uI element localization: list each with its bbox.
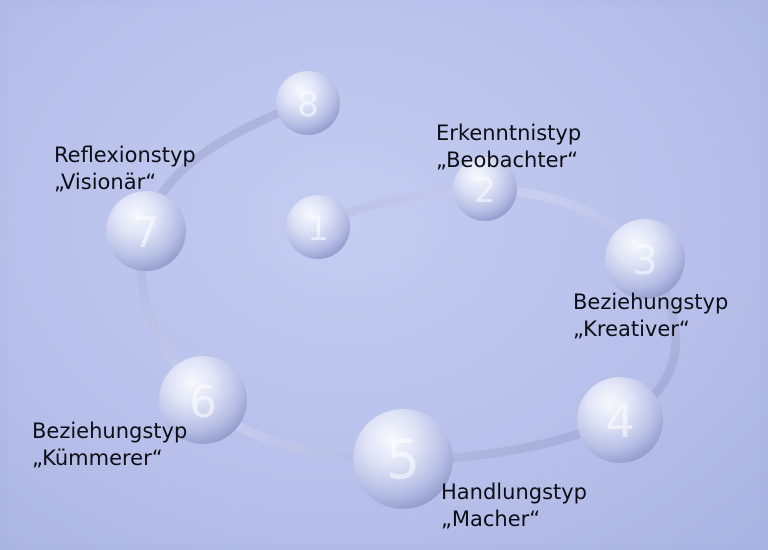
sphere-7: 7 [106,191,186,271]
label-line1: Beziehungstyp [573,290,729,314]
label-line1: Reflexionstyp [54,143,196,167]
sphere-8: 8 [276,71,340,135]
sphere-3: 3 [605,219,685,299]
label-line2: „Kreativer“ [573,317,690,341]
sphere-number: 7 [133,208,160,257]
label-handlungstyp: Handlungstyp „Macher“ [441,479,587,533]
sphere-5: 5 [353,409,453,509]
sphere-2: 2 [453,157,517,221]
sphere-number: 8 [297,85,319,125]
label-beziehungstyp-kuemmerer: Beziehungstyp „Kümmerer“ [32,418,187,472]
label-beziehungstyp-kreativer: Beziehungstyp „Kreativer“ [573,289,728,343]
label-line2: „Beobachter“ [436,148,579,172]
sphere-number: 4 [605,394,634,448]
label-line2: „Macher“ [441,507,541,531]
sphere-1: 1 [286,195,350,259]
label-line1: Beziehungstyp [32,419,188,443]
sphere-number: 2 [474,171,496,211]
label-erkenntnistyp: Erkenntnistyp „Beobachter“ [436,120,581,174]
sphere-number: 5 [386,428,420,491]
sphere-number: 6 [189,377,217,428]
label-reflexionstyp: Reflexionstyp „Visionär“ [54,142,196,196]
label-line2: „Visionär“ [54,170,157,194]
sphere-number: 3 [632,238,657,284]
label-line2: „Kümmerer“ [32,446,163,470]
sphere-4: 4 [577,377,663,463]
label-line1: Erkenntnistyp [436,121,582,145]
sphere-6: 6 [159,356,247,444]
label-line1: Handlungstyp [441,480,588,504]
sphere-number: 1 [307,209,329,249]
